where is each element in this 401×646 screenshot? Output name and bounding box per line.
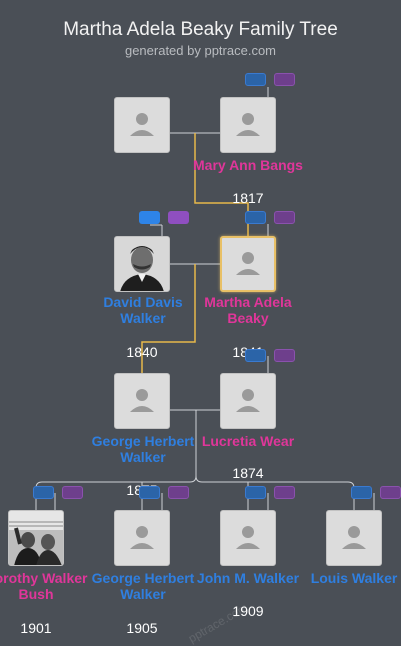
expand-siblings-button[interactable] [380, 486, 401, 499]
person-year: 1901 [20, 620, 52, 636]
person-year: 1840 [126, 344, 158, 360]
header: Martha Adela Beaky Family Tree generated… [0, 18, 401, 59]
person-placeholder-icon [130, 389, 154, 412]
person-name: Louis Walker [310, 570, 398, 586]
person-placeholder-icon [342, 526, 366, 549]
person-card-louis-walker[interactable] [326, 510, 382, 566]
person-card-george-herbert-walker-jr[interactable] [114, 510, 170, 566]
page-title: Martha Adela Beaky Family Tree [63, 19, 338, 40]
person-year: 1874 [232, 465, 264, 481]
person-year: 1909 [232, 603, 264, 619]
person-placeholder-icon [130, 526, 154, 549]
portrait-photo [115, 237, 169, 291]
person-placeholder-icon [130, 113, 154, 136]
expand-parents-button[interactable] [33, 486, 54, 499]
person-name: Lucretia Wear [201, 433, 295, 449]
person-card-dorothy-walker-bush[interactable] [8, 510, 64, 566]
person-year: 1817 [232, 190, 264, 206]
expand-parents-button[interactable] [245, 211, 266, 224]
expand-siblings-button[interactable] [62, 486, 83, 499]
person-year: 1905 [126, 620, 158, 636]
expand-parents-button[interactable] [245, 486, 266, 499]
expand-parents-button[interactable] [245, 73, 266, 86]
person-card-martha-adela-beaky[interactable] [220, 236, 276, 292]
person-card-mary-ann-bangs[interactable] [220, 97, 276, 153]
person-placeholder-icon [236, 389, 260, 412]
person-card-unknown-father[interactable] [114, 97, 170, 153]
expand-siblings-button[interactable] [274, 486, 295, 499]
person-card-david-davis-walker[interactable] [114, 236, 170, 292]
person-placeholder-icon [236, 113, 260, 136]
expand-parents-button[interactable] [139, 211, 160, 224]
expand-siblings-button[interactable] [274, 349, 295, 362]
person-placeholder-icon [236, 526, 260, 549]
expand-parents-button[interactable] [139, 486, 160, 499]
person-name: Martha Adela Beaky [204, 294, 292, 326]
expand-parents-button[interactable] [245, 349, 266, 362]
expand-siblings-button[interactable] [168, 486, 189, 499]
person-card-george-herbert-walker[interactable] [114, 373, 170, 429]
person-name: George Herbert Walker [91, 570, 195, 602]
portrait-photo [9, 511, 63, 565]
person-card-lucretia-wear[interactable] [220, 373, 276, 429]
person-name: George Herbert Walker [91, 433, 195, 465]
person-card-john-m-walker[interactable] [220, 510, 276, 566]
expand-siblings-button[interactable] [274, 73, 295, 86]
person-name: David Davis Walker [103, 294, 183, 326]
expand-parents-button[interactable] [351, 486, 372, 499]
expand-siblings-button[interactable] [168, 211, 189, 224]
page-subtitle: generated by pptrace.com [124, 43, 277, 58]
person-name: John M. Walker [196, 570, 300, 586]
person-placeholder-icon [236, 252, 260, 275]
expand-siblings-button[interactable] [274, 211, 295, 224]
person-name: Dorothy Walker Bush [0, 570, 88, 602]
person-name: Mary Ann Bangs [193, 157, 303, 173]
